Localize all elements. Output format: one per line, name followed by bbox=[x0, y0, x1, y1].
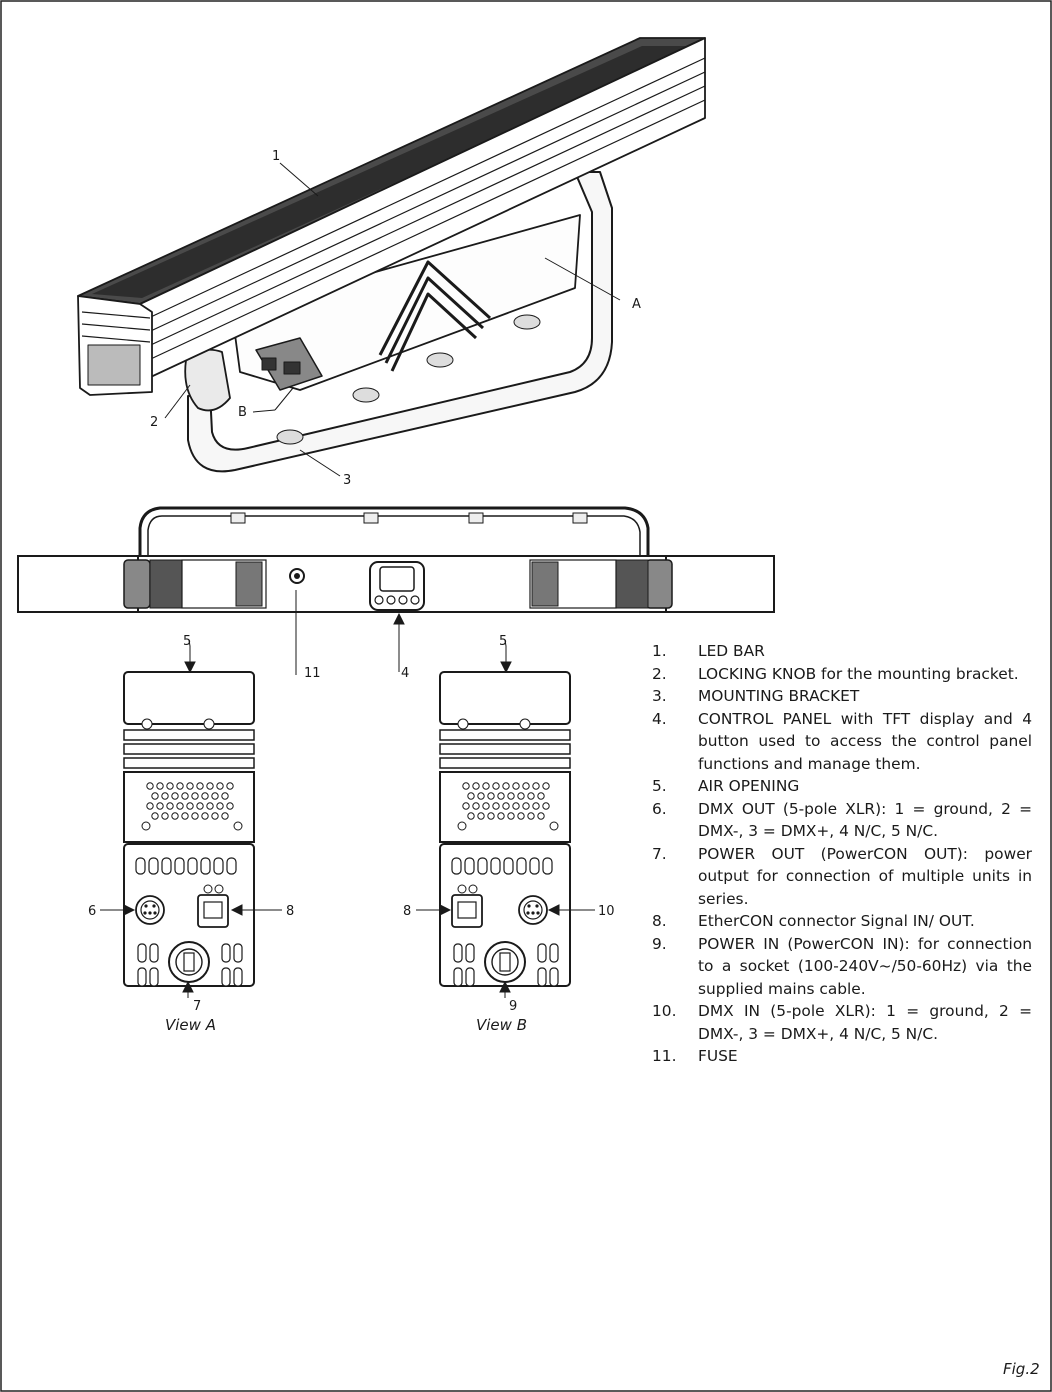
callout-7: 7 bbox=[193, 999, 201, 1014]
legend-item: 10. DMX IN (5-pole XLR): 1 = ground, 2 = … bbox=[652, 1000, 1032, 1045]
legend-text: LOCKING KNOB for the mounting bracket. bbox=[698, 664, 1019, 683]
legend-text: POWER OUT (PowerCON OUT): power output f… bbox=[698, 844, 1032, 908]
legend-number: 6. bbox=[652, 799, 667, 818]
view-b-end-panel bbox=[439, 671, 571, 987]
legend-item: 5. AIR OPENING bbox=[652, 775, 1032, 798]
callout-8-b: 8 bbox=[403, 904, 411, 919]
legend-text: FUSE bbox=[698, 1047, 738, 1065]
view-a-label: View A bbox=[165, 1016, 216, 1034]
led-bar-front-view bbox=[17, 506, 775, 613]
legend-number: 7. bbox=[652, 844, 667, 863]
callout-8-a: 8 bbox=[286, 904, 294, 919]
leader-lines-view-a bbox=[100, 639, 282, 998]
legend-number: 2. bbox=[652, 664, 667, 683]
legend-number: 3. bbox=[652, 687, 667, 705]
legend-text: DMX IN (5-pole XLR): 1 = ground, 2 = DMX… bbox=[698, 1002, 1032, 1043]
callout-b: B bbox=[238, 405, 247, 420]
callout-6: 6 bbox=[88, 904, 96, 919]
legend-number: 11. bbox=[652, 1047, 677, 1065]
callout-9: 9 bbox=[509, 999, 517, 1014]
legend-item: 11. FUSE bbox=[652, 1045, 1032, 1068]
callout-4: 4 bbox=[401, 666, 409, 681]
legend-text: DMX OUT (5-pole XLR): 1 = ground, 2 = DM… bbox=[698, 799, 1032, 841]
led-bar-3d-view bbox=[77, 37, 706, 473]
legend-text: CONTROL PANEL with TFT display and 4 but… bbox=[698, 709, 1032, 773]
legend-text: LED BAR bbox=[698, 642, 765, 660]
legend-item: 9. POWER IN (PowerCON IN): for connection… bbox=[652, 933, 1032, 1001]
legend-item: 1. LED BAR bbox=[652, 640, 1032, 663]
view-b-label: View B bbox=[476, 1016, 527, 1034]
legend-number: 10. bbox=[652, 1002, 677, 1020]
legend-item: 7. POWER OUT (PowerCON OUT): power output… bbox=[652, 843, 1032, 911]
legend-item: 4. CONTROL PANEL with TFT display and 4 b… bbox=[652, 708, 1032, 776]
leader-lines-view-b bbox=[416, 639, 595, 998]
callout-2: 2 bbox=[150, 415, 158, 430]
legend-item: 8. EtherCON connector Signal IN/ OUT. bbox=[652, 910, 1032, 933]
parts-legend: 1. LED BAR 2. LOCKING KNOB for the mountin… bbox=[652, 640, 1032, 1068]
callout-a: A bbox=[632, 297, 641, 312]
callout-11: 11 bbox=[304, 666, 321, 681]
callout-10: 10 bbox=[598, 904, 615, 919]
leader-lines-top bbox=[164, 162, 621, 477]
callout-1: 1 bbox=[272, 149, 280, 164]
legend-number: 4. bbox=[652, 709, 667, 728]
legend-text: EtherCON connector Signal IN/ OUT. bbox=[698, 912, 975, 930]
view-a-end-panel bbox=[123, 671, 255, 987]
legend-item: 2. LOCKING KNOB for the mounting bracket. bbox=[652, 663, 1032, 686]
callout-5-a: 5 bbox=[183, 634, 191, 649]
legend-text: POWER IN (PowerCON IN): for connection t… bbox=[698, 934, 1032, 998]
figure-label: Fig.2 bbox=[1003, 1360, 1040, 1378]
callout-3: 3 bbox=[343, 473, 351, 488]
legend-number: 8. bbox=[652, 912, 667, 930]
legend-item: 6. DMX OUT (5-pole XLR): 1 = ground, 2 = … bbox=[652, 798, 1032, 843]
callout-5-b: 5 bbox=[499, 634, 507, 649]
legend-number: 9. bbox=[652, 934, 667, 953]
legend-number: 1. bbox=[652, 642, 667, 660]
legend-item: 3. MOUNTING BRACKET bbox=[652, 685, 1032, 708]
legend-text: AIR OPENING bbox=[698, 777, 800, 795]
legend-number: 5. bbox=[652, 777, 667, 795]
legend-text: MOUNTING BRACKET bbox=[698, 687, 860, 705]
leader-lines-front bbox=[295, 590, 405, 675]
